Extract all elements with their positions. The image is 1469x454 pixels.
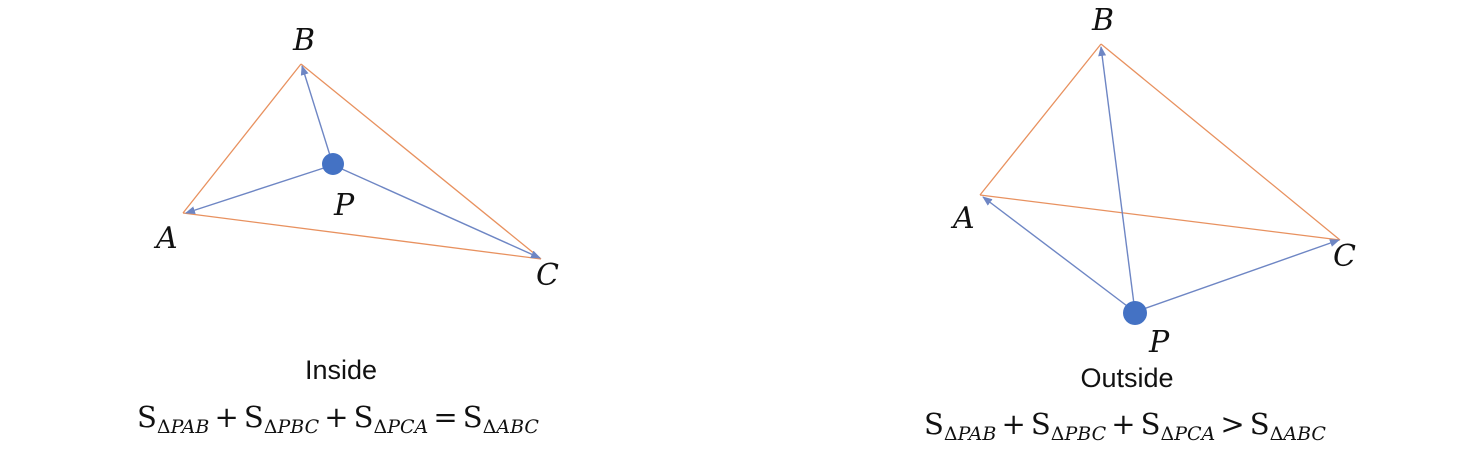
- outside-edge-ca: [979, 194, 1341, 241]
- inside-point-p-dot: [322, 153, 344, 175]
- outside-label-b: B: [1091, 3, 1114, 38]
- outside-label-c: C: [1333, 239, 1356, 274]
- outside-vector-pb: [1098, 46, 1136, 313]
- inside-label-b: B: [292, 23, 315, 58]
- outside-area-formula: SΔPAB + SΔPBC + SΔPCA > SΔABC: [924, 407, 1326, 445]
- inside-vector-pb: [300, 65, 334, 166]
- outside-edge-ab: [979, 43, 1102, 196]
- outside-caption: Outside: [1080, 363, 1173, 393]
- inside-label-p: P: [333, 188, 355, 223]
- inside-label-a: A: [153, 221, 178, 256]
- outside-vector-pc: [1134, 239, 1340, 313]
- inside-vector-pa: [185, 164, 334, 215]
- outside-triangle: [979, 43, 1341, 241]
- inside-edge-ca: [182, 212, 542, 260]
- outside-vectors: [982, 46, 1340, 313]
- inside-vector-pc: [332, 164, 541, 259]
- outside-label-p: P: [1148, 325, 1170, 360]
- inside-label-c: C: [536, 258, 559, 293]
- inside-caption: Inside: [305, 355, 377, 385]
- inside-panel: A B C P Inside SΔPAB + SΔPBC + SΔPCA = S…: [137, 23, 559, 438]
- outside-point-p-dot: [1123, 301, 1147, 325]
- inside-edge-ab: [182, 63, 302, 214]
- outside-edge-bc: [1100, 43, 1341, 241]
- outside-label-a: A: [950, 201, 975, 236]
- outside-panel: A B C P Outside SΔPAB + SΔPBC + SΔPCA > …: [924, 3, 1356, 445]
- inside-area-formula: SΔPAB + SΔPBC + SΔPCA = SΔABC: [137, 400, 539, 438]
- inside-triangle: [182, 63, 542, 260]
- outside-vector-pa: [982, 196, 1136, 313]
- inside-edge-bc: [300, 63, 542, 260]
- inside-vectors: [185, 65, 541, 259]
